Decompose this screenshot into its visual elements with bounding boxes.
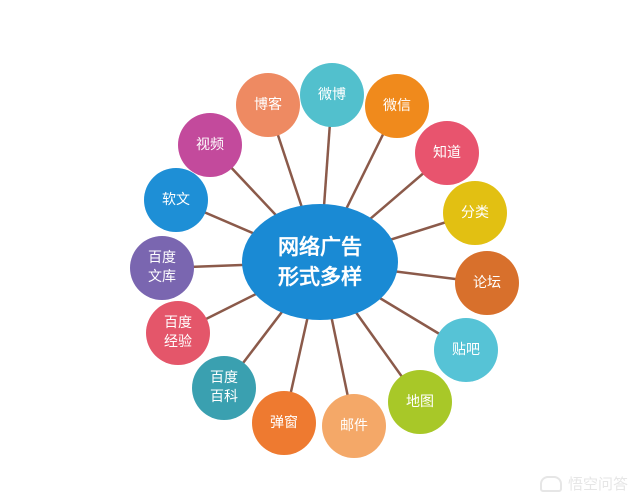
- node-label: 经验: [164, 334, 192, 350]
- node-label: 地图: [406, 393, 434, 410]
- center-topic-line1: 网络广告: [278, 235, 362, 259]
- node-label: 百度: [148, 250, 176, 266]
- node-luntan: 论坛: [455, 251, 519, 315]
- node-tanchuang: 弹窗: [252, 391, 316, 455]
- center-topic: 网络广告 形式多样: [242, 204, 398, 320]
- node-wenku: 百度文库: [130, 236, 194, 300]
- node-label: 微信: [383, 97, 411, 114]
- node-ditu: 地图: [388, 370, 452, 434]
- node-label: 知道: [433, 144, 461, 161]
- watermark-text: 悟空问答: [567, 475, 628, 493]
- node-baike: 百度百科: [192, 356, 256, 420]
- node-boke: 博客: [236, 73, 300, 137]
- node-label: 百科: [210, 389, 238, 405]
- node-ruanwen: 软文: [144, 168, 208, 232]
- node-label: 分类: [461, 204, 489, 221]
- node-label: 视频: [196, 136, 224, 153]
- node-fenlei: 分类: [443, 181, 507, 245]
- node-label: 邮件: [340, 417, 368, 434]
- node-weixin: 微信: [365, 74, 429, 138]
- node-label: 论坛: [473, 274, 501, 291]
- node-label: 贴吧: [452, 341, 480, 358]
- node-weibo: 微博: [300, 63, 364, 127]
- node-label: 百度: [210, 370, 238, 386]
- node-label: 软文: [162, 191, 190, 208]
- node-label: 微博: [318, 86, 346, 103]
- wukong-logo-icon: [539, 475, 562, 492]
- node-tieba: 贴吧: [434, 318, 498, 382]
- node-youjian: 邮件: [322, 394, 386, 458]
- node-jingyan: 百度经验: [146, 301, 210, 365]
- node-shipin: 视频: [178, 113, 242, 177]
- node-label: 弹窗: [270, 414, 298, 431]
- node-label: 文库: [148, 269, 176, 285]
- watermark: 悟空问答: [539, 473, 628, 494]
- center-topic-line2: 形式多样: [278, 265, 362, 289]
- node-zhidao: 知道: [415, 121, 479, 185]
- node-label: 百度: [164, 315, 192, 331]
- node-label: 博客: [254, 96, 282, 113]
